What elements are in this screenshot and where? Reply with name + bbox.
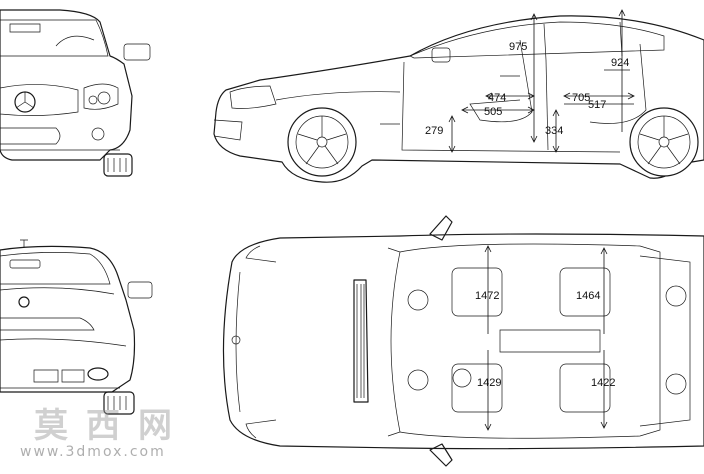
dim-924: 924 [611,57,629,69]
top-dimensions: 1472 1464 1429 1422 [475,245,615,431]
front-view-tyre [103,153,133,177]
dim-517: 517 [588,99,606,111]
dim-1472: 1472 [475,290,499,302]
right-mirror [429,443,453,467]
dim-474: 474 [488,92,506,104]
watermark-chinese: 莫西网 [34,406,190,446]
top-view [222,215,704,467]
dim-505: 505 [484,106,502,118]
dim-1429: 1429 [477,377,501,389]
dim-975: 975 [509,41,527,53]
side-dimensions: 975 924 474 505 705 517 279 334 [425,9,635,153]
dim-279: 279 [425,125,443,137]
dim-1422: 1422 [591,377,615,389]
dim-705: 705 [572,92,590,104]
left-mirror [429,215,453,241]
dim-334: 334 [545,125,563,137]
front-view [0,9,151,177]
dim-1464: 1464 [576,290,600,302]
rear-view [0,239,153,415]
watermark-url: www.3dmox.com [20,444,166,460]
side-view [213,15,704,183]
